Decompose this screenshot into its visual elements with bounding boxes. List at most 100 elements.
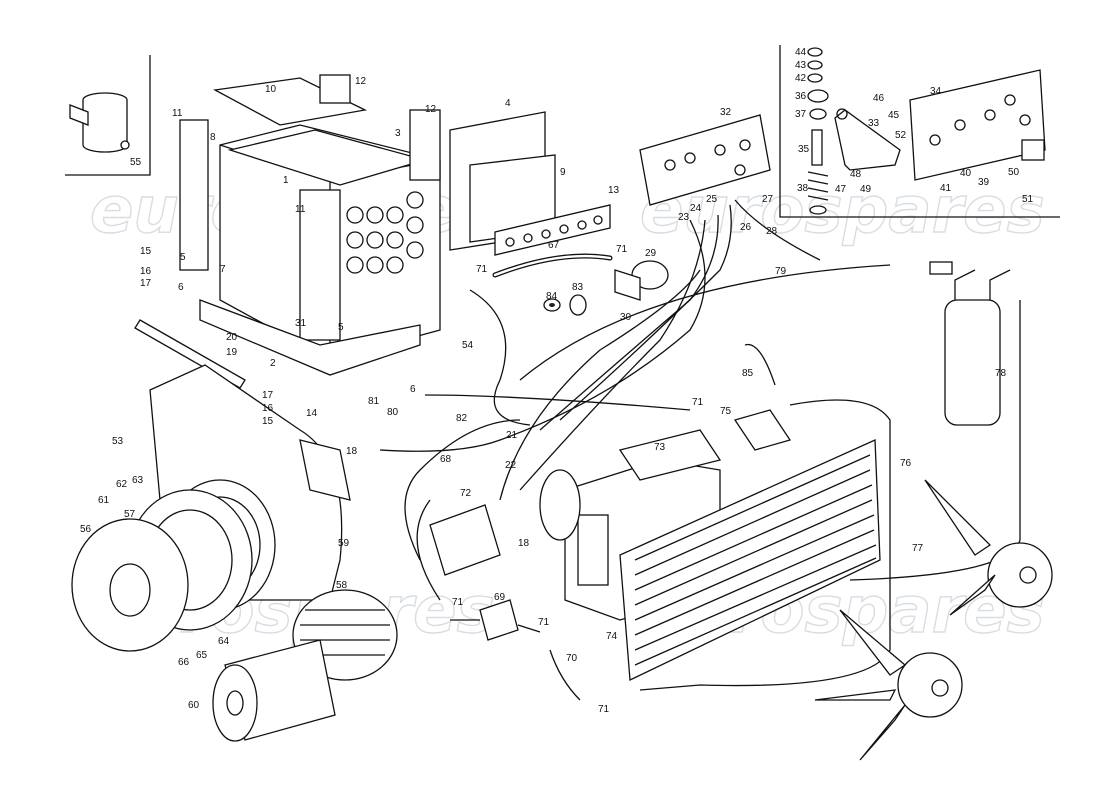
solenoid-29 [614,260,669,301]
label-11: 11 [295,204,306,215]
label-15: 15 [140,246,152,257]
label-78: 78 [995,368,1007,379]
label-38: 38 [797,183,809,194]
inset-clamp-frame [65,55,151,176]
label-67: 67 [548,240,560,251]
label-41: 41 [940,183,952,194]
label-82: 82 [456,413,468,424]
label-35: 35 [798,144,810,155]
label-56: 56 [80,524,92,535]
label-25: 25 [706,194,718,205]
switch-69 [450,599,541,641]
label-20: 20 [226,332,238,343]
label-51: 51 [1022,194,1034,205]
label-71: 71 [692,397,704,408]
label-11: 11 [172,108,183,119]
label-52: 52 [895,130,907,141]
plate-56 [71,518,189,652]
condenser-74 [619,439,881,681]
label-48: 48 [850,169,862,180]
label-16: 16 [140,266,152,277]
label-17: 17 [140,278,152,289]
label-73: 73 [654,442,666,453]
label-39: 39 [978,177,990,188]
label-44: 44 [795,47,807,58]
label-71: 71 [452,597,464,608]
label-18: 18 [518,538,530,549]
label-6: 6 [410,384,416,395]
receiver-drier-78 [929,261,1011,426]
label-9: 9 [560,167,566,178]
label-71: 71 [616,244,628,255]
label-5: 5 [180,252,186,263]
label-42: 42 [795,73,807,84]
label-23: 23 [678,212,690,223]
thermostat-72 [429,504,501,576]
part-labels: 55 10 12 12 3 4 11 8 1 11 9 13 7 5 15 16… [80,47,1034,715]
label-18: 18 [346,446,358,457]
label-40: 40 [960,168,972,179]
label-12: 12 [355,76,367,87]
label-71: 71 [598,704,610,715]
label-1: 1 [283,175,289,186]
label-32: 32 [720,107,732,118]
label-81: 81 [368,396,380,407]
label-47: 47 [835,184,847,195]
label-33: 33 [868,118,880,129]
label-53: 53 [112,436,124,447]
label-12: 12 [425,104,437,115]
label-85: 85 [742,368,754,379]
label-49: 49 [860,184,872,195]
label-2: 2 [270,358,276,369]
inset-valve-frame [779,45,1060,218]
hose-clamp-55 [69,92,130,153]
label-60: 60 [188,700,200,711]
label-6: 6 [178,282,184,293]
label-83: 83 [572,282,584,293]
label-77: 77 [912,543,924,554]
expansion-valve-75 [733,409,792,451]
label-71: 71 [538,617,550,628]
label-61: 61 [98,495,110,506]
label-36: 36 [795,91,807,102]
bracket-13 [494,204,611,256]
label-17: 17 [262,390,274,401]
label-7: 7 [220,264,226,275]
label-30: 30 [620,312,632,323]
label-64: 64 [218,636,230,647]
label-3: 3 [395,128,401,139]
blower-motor-60 [212,639,336,742]
label-79: 79 [775,266,787,277]
label-31: 31 [295,318,307,329]
grommet-84 [543,298,561,312]
label-37: 37 [795,109,807,120]
label-4: 4 [505,98,511,109]
label-46: 46 [873,93,885,104]
label-76: 76 [900,458,912,469]
label-54: 54 [462,340,474,351]
label-65: 65 [196,650,208,661]
label-58: 58 [336,580,348,591]
label-74: 74 [606,631,618,642]
label-14: 14 [306,408,318,419]
valve-stack [807,47,829,215]
label-13: 13 [608,185,620,196]
label-84: 84 [546,291,558,302]
label-21: 21 [506,430,518,441]
valve-bracket-32 [639,114,771,206]
label-66: 66 [178,657,190,668]
label-5: 5 [338,322,344,333]
fan-assembly-lower [814,609,963,761]
label-71: 71 [476,264,488,275]
label-22: 22 [505,460,517,471]
heater-core-assembly [134,74,441,389]
label-50: 50 [1008,167,1020,178]
label-63: 63 [132,475,144,486]
label-10: 10 [265,84,277,95]
lever-33 [834,108,901,171]
label-75: 75 [720,406,732,417]
label-70: 70 [566,653,578,664]
label-28: 28 [766,226,778,237]
label-68: 68 [440,454,452,465]
